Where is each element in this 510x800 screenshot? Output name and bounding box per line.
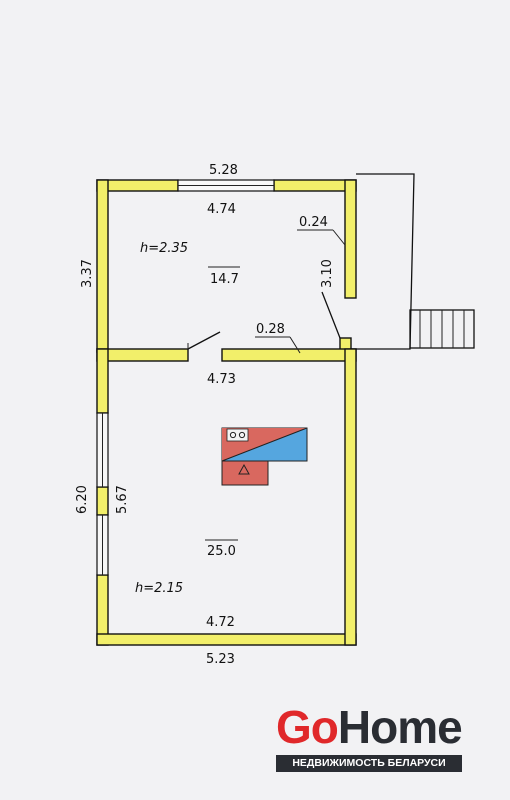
lower-ceiling-height-label: h=2.15 <box>135 581 183 596</box>
veranda-outline <box>321 173 415 350</box>
logo-home-text: Home <box>337 701 463 753</box>
leader-lines <box>255 229 346 354</box>
lower-room-walls <box>96 348 357 646</box>
lower-inner-width-bottom-label: 4.72 <box>206 615 235 630</box>
stove-icon <box>221 427 308 486</box>
lower-outer-height-label: 6.20 <box>75 485 90 514</box>
partition-length-label: 3.10 <box>320 259 335 288</box>
upper-outer-width-label: 5.28 <box>209 163 238 178</box>
lower-inner-height-label: 5.67 <box>115 485 130 514</box>
partition-thickness-label: 0.24 <box>299 215 328 230</box>
upper-outer-height-label: 3.37 <box>80 259 95 288</box>
logo-go-text: Go <box>276 701 339 753</box>
gohome-logo: GoHome НЕДВИЖИМОСТЬ БЕЛАРУСИ <box>276 702 466 774</box>
logo-subtitle: НЕДВИЖИМОСТЬ БЕЛАРУСИ <box>276 755 462 772</box>
left-windows <box>96 412 109 576</box>
upper-ceiling-height-label: h=2.35 <box>140 241 188 256</box>
porch-stairs <box>409 309 475 349</box>
logo-wordmark: GoHome <box>276 701 463 753</box>
lower-inner-width-top-label: 4.73 <box>207 372 236 387</box>
top-window <box>177 179 275 192</box>
lower-outer-width-label: 5.23 <box>206 652 235 667</box>
interior-door <box>187 331 221 350</box>
wall-thickness-label: 0.28 <box>256 322 285 337</box>
upper-room-area-label: 14.7 <box>210 272 239 287</box>
upper-inner-width-label: 4.74 <box>207 202 236 217</box>
lower-room-area-label: 25.0 <box>207 544 236 559</box>
